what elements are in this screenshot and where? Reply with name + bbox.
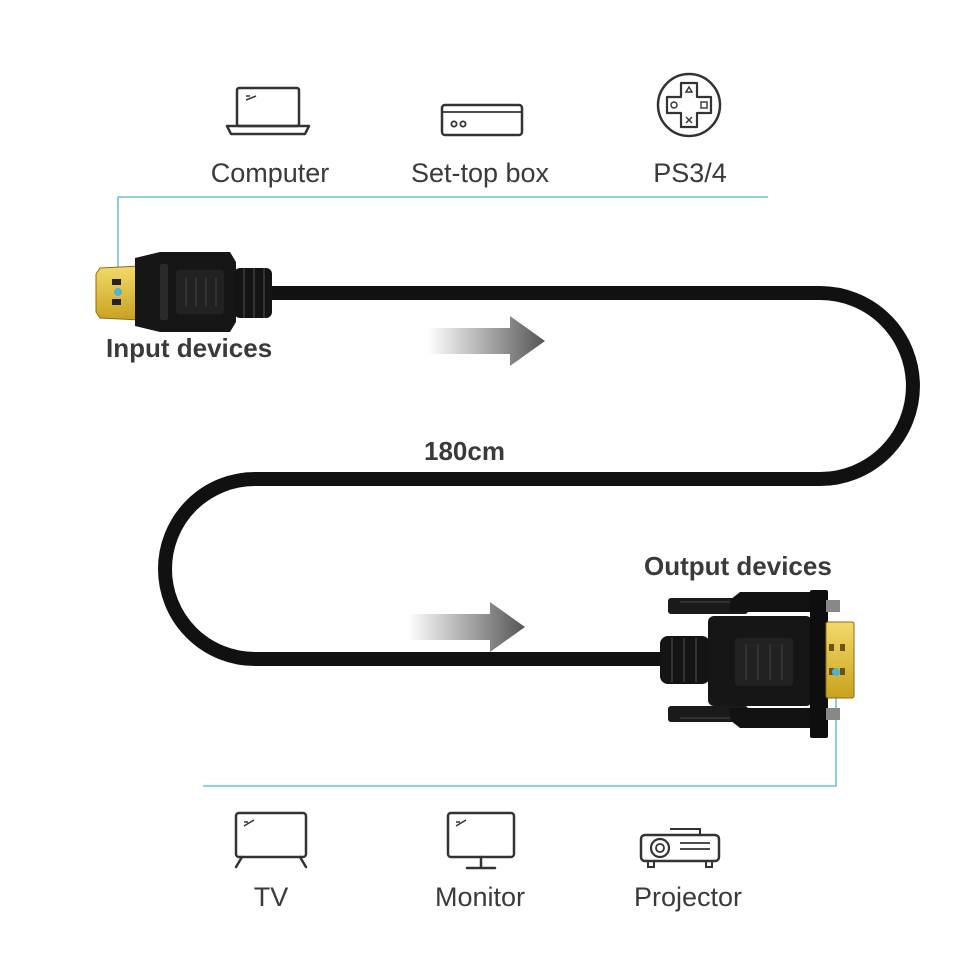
device-label-monitor: Monitor [434, 882, 526, 912]
laptop-icon [225, 86, 311, 136]
output-devices-caption: Output devices [644, 551, 832, 581]
input-accent-line [117, 196, 768, 292]
cable-length-label: 180cm [424, 436, 505, 466]
gamepad-icon [656, 72, 722, 138]
cable-path [158, 286, 920, 666]
direction-arrow-bottom [408, 602, 525, 652]
projector-icon [639, 828, 721, 868]
input-devices-caption: Input devices [106, 333, 273, 363]
tv-icon [234, 811, 308, 869]
device-label-tv: TV [253, 882, 289, 912]
monitor-icon [446, 811, 516, 870]
device-label-projector: Projector [633, 882, 743, 912]
set-top-box-icon [440, 103, 524, 137]
direction-arrow-top [428, 316, 545, 366]
device-label-computer: Computer [210, 158, 330, 188]
vga-connector [660, 590, 855, 738]
device-label-set-top-box: Set-top box [410, 158, 550, 188]
device-label-ps: PS3/4 [653, 158, 727, 188]
hdmi-connector [95, 252, 272, 332]
